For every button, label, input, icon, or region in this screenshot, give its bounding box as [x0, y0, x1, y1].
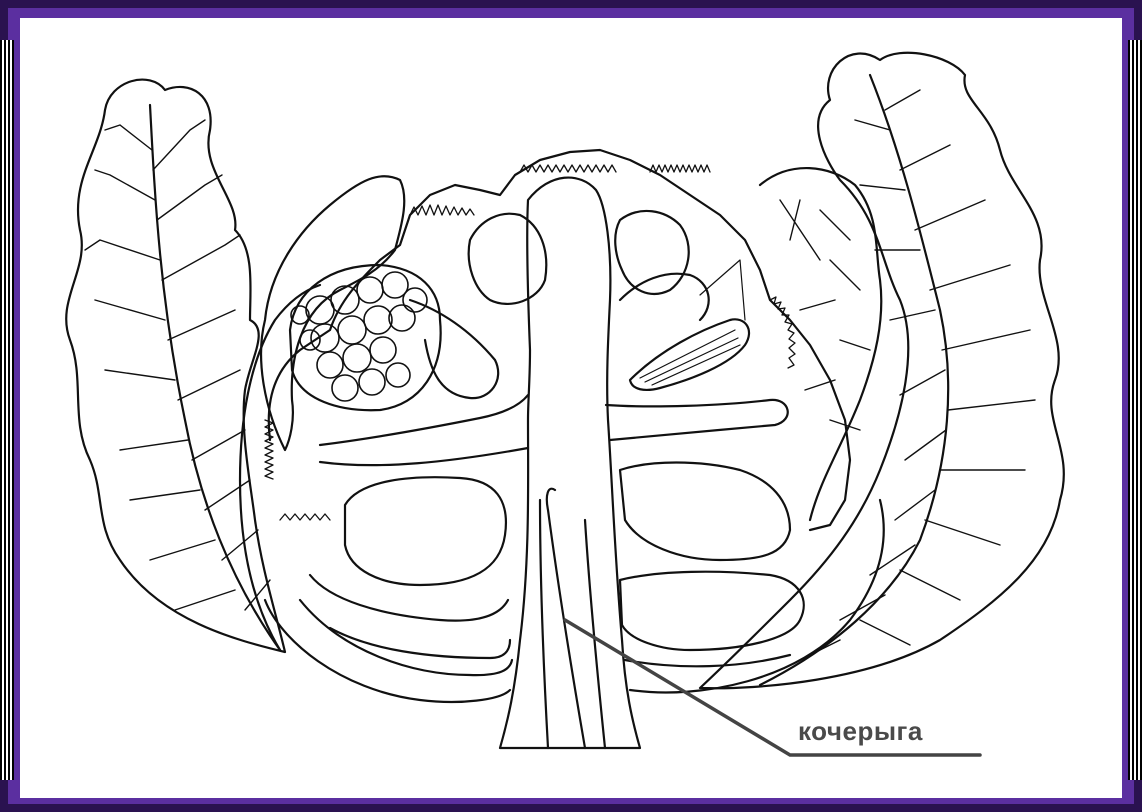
inner-leaf-right-upper — [615, 211, 688, 294]
pocket-left-1 — [345, 477, 506, 585]
right-outer-leaf — [700, 53, 1064, 688]
inner-leaf-right-mid — [620, 274, 709, 320]
right-outer-leaf-veins — [800, 90, 1035, 660]
right-wrapping-leaf — [630, 500, 884, 692]
inner-leaf-right-folded — [630, 319, 749, 390]
head-outline — [269, 150, 850, 530]
pocket-right-1 — [620, 463, 790, 561]
pocket-right-2 — [620, 572, 804, 650]
left-wrapping-leaf-2 — [265, 600, 510, 702]
inner-leaf-right-folded-lines — [640, 260, 745, 385]
right-outer-leaf-midrib — [760, 75, 948, 685]
branch-upper-left-2 — [320, 448, 528, 465]
inner-leaf-left-upper — [410, 300, 498, 398]
head-outline-zigzag-top — [410, 165, 795, 368]
branch-upper-right — [606, 400, 788, 440]
core-inner-right — [547, 489, 585, 748]
pocket-left-2 — [310, 575, 508, 621]
core-inner-left — [540, 500, 548, 748]
inner-leaf-center-left — [469, 214, 547, 304]
floret-cluster — [291, 272, 427, 401]
head-left-zigzag — [265, 420, 330, 520]
left-outer-leaf-midrib — [150, 105, 280, 650]
core-label: кочерыга — [798, 716, 923, 747]
floret-cluster-outline — [290, 265, 441, 410]
right-inner-leaf-veins — [780, 200, 870, 430]
branch-upper-left — [320, 395, 528, 445]
pocket-right-3 — [625, 655, 790, 666]
pocket-left-3 — [330, 628, 510, 658]
left-wrapping-leaf-3 — [300, 600, 512, 675]
right-inner-leaf — [760, 168, 881, 520]
left-wrapping-leaf — [240, 285, 320, 650]
